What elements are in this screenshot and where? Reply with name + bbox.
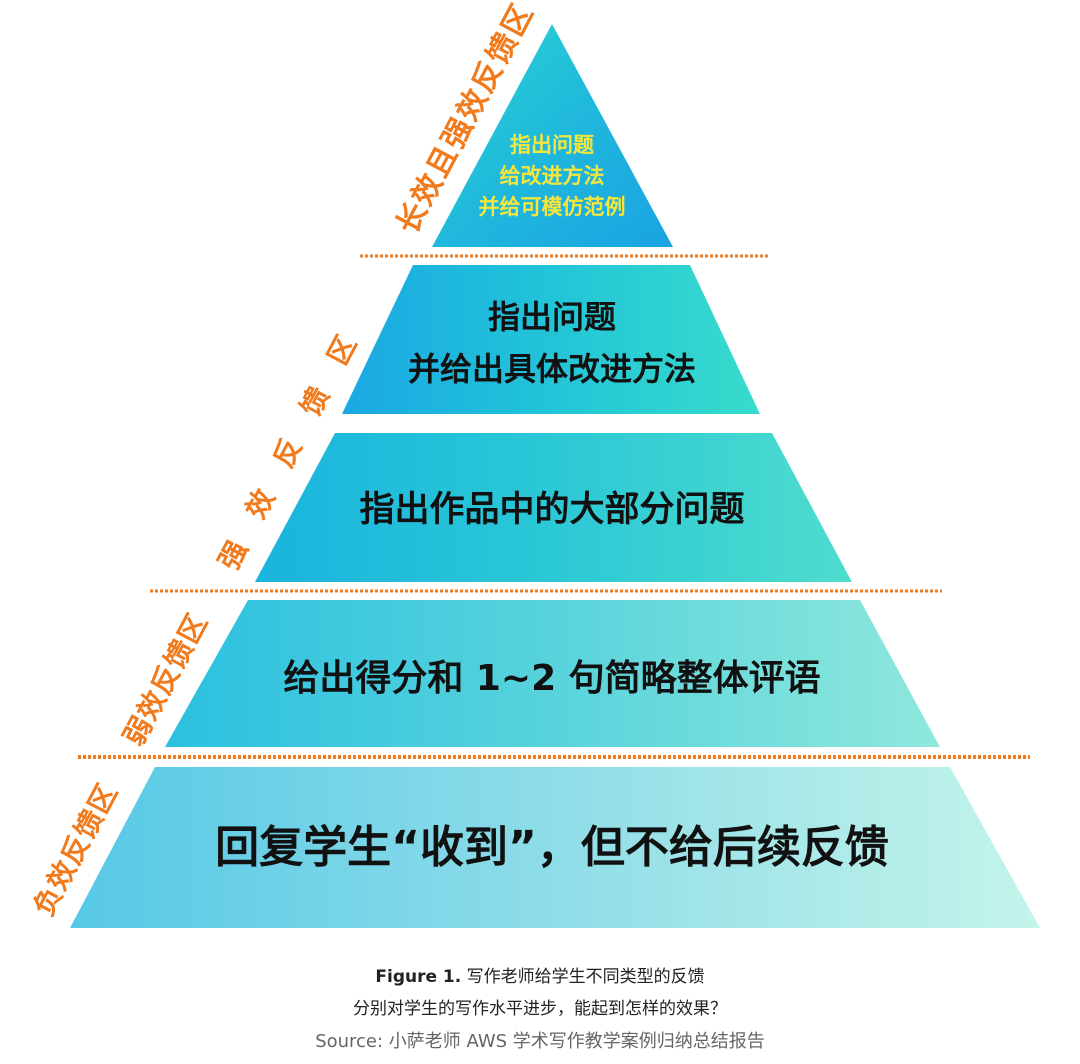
pyramid-tier-1-shape bbox=[432, 24, 673, 247]
tier-3-text: 指出作品中的大部分问题 bbox=[359, 490, 744, 530]
figure-caption-line-2: 分别对学生的写作水平进步，能起到怎样的效果？ bbox=[353, 999, 727, 1019]
figure-label: Figure 1. bbox=[375, 967, 462, 987]
tier-1-line-3: 并给可模仿范例 bbox=[479, 195, 626, 219]
figure-source: Source: 小萨老师 AWS 学术写作教学案例归纳总结报告 bbox=[315, 1031, 765, 1052]
pyramid-tier-2-shape bbox=[342, 265, 760, 414]
pyramid-tier-4-shape bbox=[165, 600, 940, 747]
tier-2-line-1: 指出问题 bbox=[488, 298, 616, 336]
tier-2-line-2: 并给出具体改进方法 bbox=[408, 350, 696, 388]
pyramid-tier-5-shape bbox=[70, 767, 1040, 928]
tier-1-line-2: 给改进方法 bbox=[500, 164, 605, 188]
figure-caption-text-1: 写作老师给学生不同类型的反馈 bbox=[466, 967, 705, 987]
tier-1-line-1: 指出问题 bbox=[510, 133, 595, 157]
tier-5-text: 回复学生“收到”，但不给后续反馈 bbox=[215, 822, 889, 873]
tier-1-text: 指出问题 给改进方法 并给可模仿范例 bbox=[479, 133, 626, 219]
tier-4-text: 给出得分和 1~2 句简略整体评语 bbox=[283, 658, 820, 699]
figure-caption-line-1: Figure 1. 写作老师给学生不同类型的反馈 bbox=[0, 962, 1080, 987]
pyramid-tier-3-shape bbox=[255, 433, 852, 582]
